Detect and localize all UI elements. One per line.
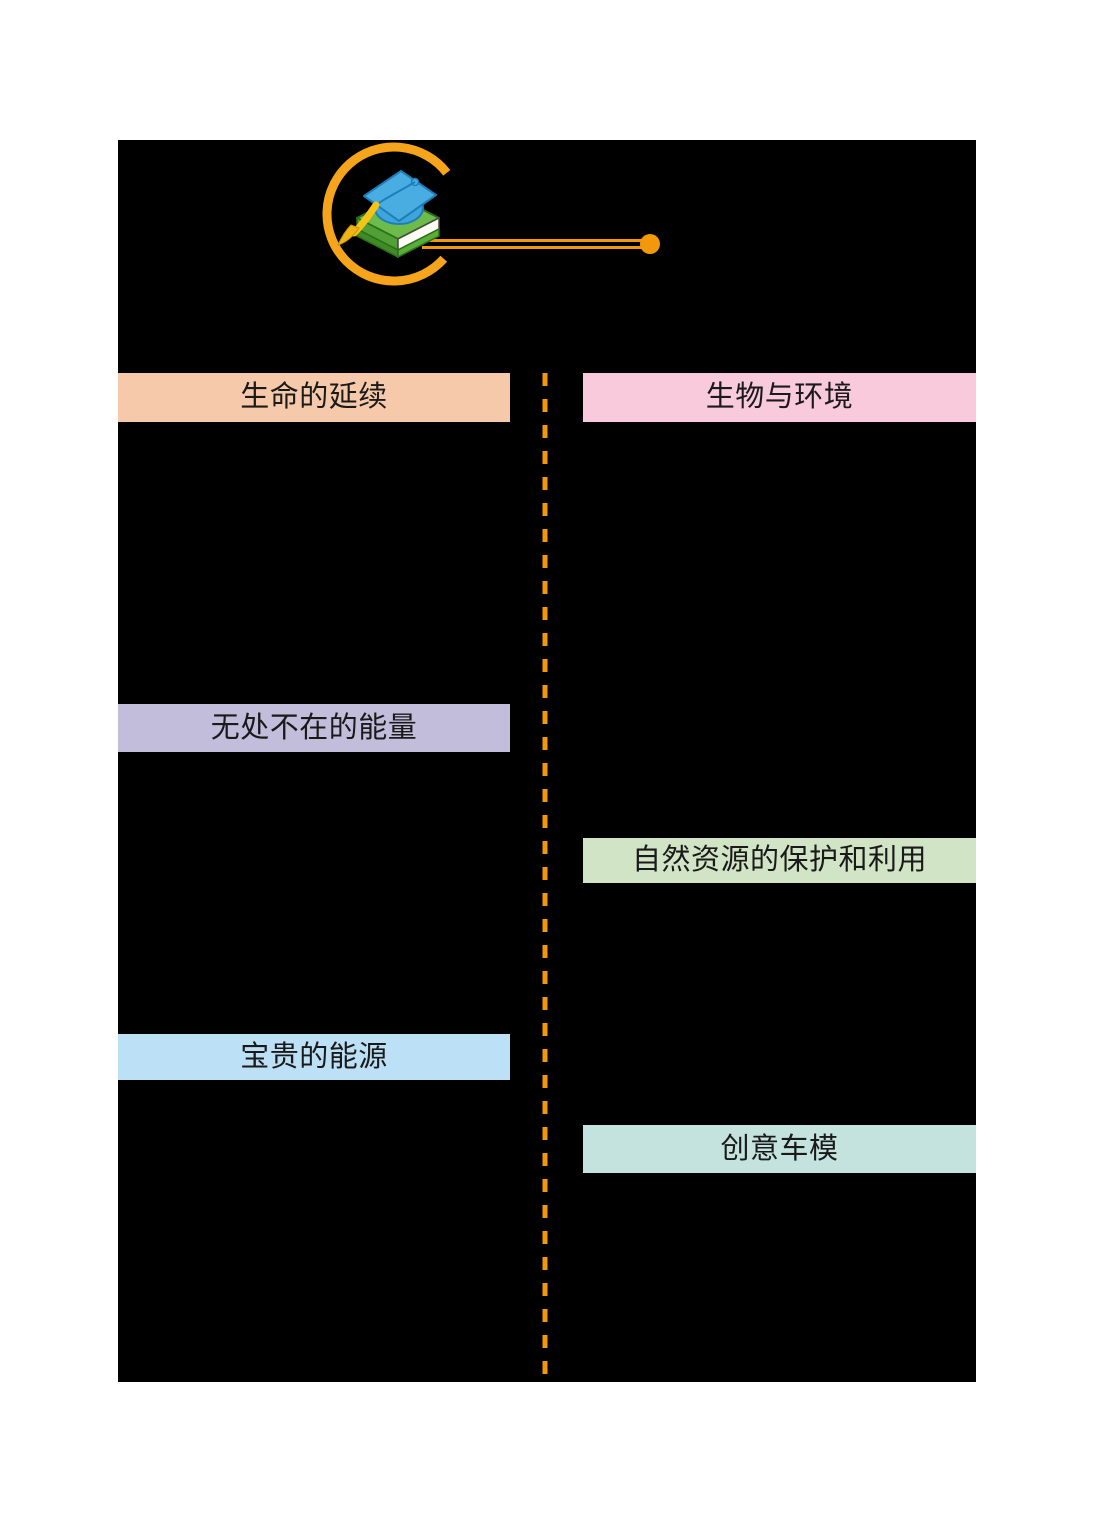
logo-ring	[322, 142, 451, 286]
section-title: 无处不在的能量	[210, 711, 418, 744]
section-banner-organisms-environment: 生物与环境	[583, 373, 976, 422]
section-banner-life-continuation: 生命的延续	[118, 373, 510, 422]
logo-connector-line	[422, 239, 652, 249]
graduation-cap-book-icon	[337, 170, 440, 259]
section-banner-creative-car-model: 创意车模	[583, 1125, 976, 1173]
center-dashed-divider	[542, 373, 548, 1382]
connector-dot	[640, 234, 660, 254]
section-title: 创意车模	[720, 1132, 839, 1165]
section-title: 生命的延续	[240, 381, 388, 413]
section-banner-ubiquitous-energy: 无处不在的能量	[118, 704, 510, 752]
content-board	[118, 140, 976, 1382]
tassel-tip	[337, 224, 360, 246]
section-title: 生物与环境	[705, 381, 854, 413]
section-title: 宝贵的能源	[240, 1040, 388, 1073]
logo	[322, 142, 660, 286]
section-banner-natural-resources: 自然资源的保护和利用	[583, 838, 976, 883]
section-banner-precious-energy: 宝贵的能源	[118, 1034, 510, 1080]
section-title: 自然资源的保护和利用	[631, 844, 927, 876]
